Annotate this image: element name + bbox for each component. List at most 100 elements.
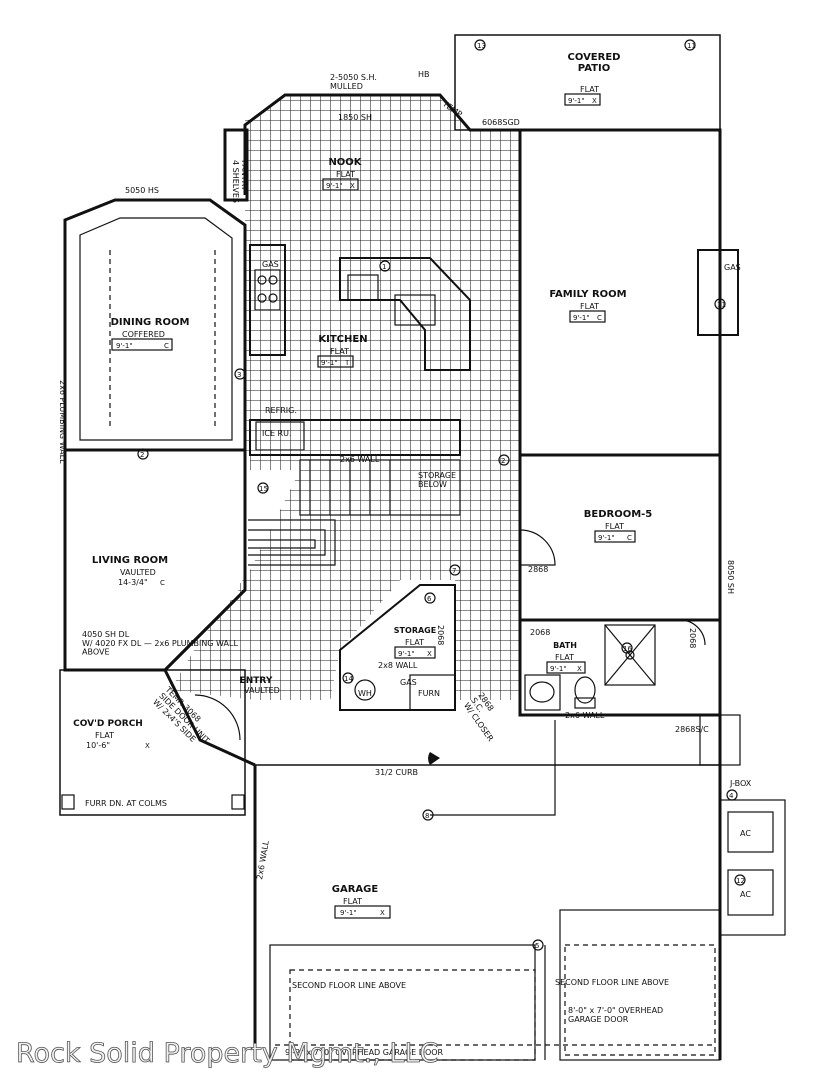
note-nook-sh: 1850 SH xyxy=(338,113,372,122)
svg-text:14: 14 xyxy=(344,675,353,683)
note-closet-door: 2068 xyxy=(688,628,697,648)
note-storage-door: 2068 xyxy=(436,625,445,645)
note-sliding-door: 6068SGD xyxy=(482,118,520,127)
mark-garage: X xyxy=(380,909,385,917)
note-hb: HB xyxy=(418,70,430,79)
mark-bedroom-5: C xyxy=(627,534,632,542)
label-nook: NOOK xyxy=(328,157,362,168)
note-ice: ICE RU. xyxy=(262,429,292,438)
marker-4: 4 xyxy=(726,789,738,801)
svg-text:11: 11 xyxy=(687,42,696,50)
svg-text:8: 8 xyxy=(425,812,429,820)
note-gas-2: GAS xyxy=(400,678,417,687)
floor-dining-room: COFFERED xyxy=(122,330,165,339)
tag-dining-room: 9'-1" xyxy=(116,342,133,350)
svg-text:16: 16 xyxy=(623,645,632,653)
label-entry: ENTRY xyxy=(240,676,273,686)
marker-8: 8 xyxy=(422,809,434,821)
svg-text:5: 5 xyxy=(535,942,539,950)
note-bath-door: 2068 xyxy=(530,628,550,637)
note-jbox: J-BOX xyxy=(729,779,752,788)
marker-6: 6 xyxy=(424,592,436,604)
door-swings xyxy=(194,529,706,765)
marker-7: 7 xyxy=(449,564,461,576)
mark-family-room: C xyxy=(597,314,602,322)
floor-storage: FLAT xyxy=(405,638,424,647)
mark-nook: X xyxy=(350,182,355,190)
watermark: Rock Solid Property Mgmt., LLC xyxy=(16,1038,438,1069)
svg-text:11: 11 xyxy=(717,301,726,309)
svg-text:7: 7 xyxy=(452,567,456,575)
floor-kitchen: FLAT xyxy=(330,347,349,356)
svg-text:2: 2 xyxy=(140,451,144,459)
marker-3: 3 xyxy=(234,368,246,380)
floor-covd-porch: FLAT xyxy=(95,731,114,740)
note-overhead-door-2: 9'-2" x 7'-0" OVERHEAD GARAGE DOOR xyxy=(285,1048,444,1057)
svg-text:6: 6 xyxy=(427,595,432,603)
floor-living-room: VAULTED xyxy=(120,568,156,577)
tag-family-room: 9'-1" xyxy=(573,314,590,322)
mark-covered-patio: X xyxy=(592,97,597,105)
marker-5: 5 xyxy=(532,939,544,951)
note-floor-line-1: SECOND FLOOR LINE ABOVE xyxy=(292,981,406,990)
tag-bath: 9'-1" xyxy=(550,665,567,673)
note-garage-side-door: 2868S/C xyxy=(675,725,709,734)
mark-covd-porch: X xyxy=(145,742,150,750)
note-bed-door: 2868 xyxy=(528,565,548,574)
label-bath: BATH xyxy=(553,641,577,650)
marker-9: 11 xyxy=(714,298,726,310)
note-floor-line-2: SECOND FLOOR LINE ABOVE xyxy=(555,978,669,987)
note-shelves: 4 SHELVES xyxy=(231,160,240,203)
tag-kitchen: 9'-1" xyxy=(321,359,338,367)
floor-nook: FLAT xyxy=(336,170,355,179)
markers: 13 11 1 2 2 3 15 7 6 14 4 5 8 12 16 11 xyxy=(137,39,746,951)
label-garage: GARAGE xyxy=(332,884,379,895)
tag-storage: 9'-1" xyxy=(398,650,415,658)
label-kitchen: KITCHEN xyxy=(318,334,367,345)
tag-nook: 9'-1" xyxy=(326,182,343,190)
walls xyxy=(59,34,786,1061)
floor-entry: VAULTED xyxy=(244,686,280,695)
floor-bath: FLAT xyxy=(555,653,574,662)
label-living-room: LIVING ROOM xyxy=(92,555,168,566)
marker-2: 2 xyxy=(137,448,149,460)
svg-text:13: 13 xyxy=(477,42,486,50)
marker-11: 11 xyxy=(684,39,696,51)
svg-text:1: 1 xyxy=(382,263,386,271)
marker-15: 15 xyxy=(257,482,269,494)
tile-floor xyxy=(170,95,520,700)
note-wh: WH xyxy=(358,689,372,698)
floor-garage: FLAT xyxy=(343,897,362,906)
note-ac-1: AC xyxy=(740,829,751,838)
svg-text:4: 4 xyxy=(729,792,734,800)
marker-16: 16 xyxy=(621,642,633,654)
note-gas: GAS xyxy=(262,260,279,269)
marker-12: 12 xyxy=(734,874,746,886)
svg-text:15: 15 xyxy=(259,485,268,493)
note-window-nook: 2-5050 S.H.MULLED xyxy=(330,73,377,91)
svg-text:12: 12 xyxy=(736,877,745,885)
label-bedroom-5: BEDROOM-5 xyxy=(584,509,653,520)
marker-2b: 2 xyxy=(498,454,510,466)
mark-kitchen: T xyxy=(344,359,350,367)
ceiling-covd-porch: 10'-6" xyxy=(86,741,110,750)
label-family-room: FAMILY ROOM xyxy=(549,289,626,300)
tag-garage: 9'-1" xyxy=(340,909,357,917)
curb-marker xyxy=(428,752,430,765)
note-plumbing-wall: 2x6 PLUMBING WALL xyxy=(58,380,67,464)
floor-covered-patio: FLAT xyxy=(580,85,599,94)
note-garage-wall: 2x6 WALL xyxy=(255,840,271,881)
mark-bath: X xyxy=(577,665,582,673)
mark-dining-room: C xyxy=(164,342,169,350)
mark-living-room: C xyxy=(160,579,165,587)
svg-text:2: 2 xyxy=(501,457,505,465)
note-refrig: REFRIG. xyxy=(265,406,297,415)
note-curb: 31/2 CURB xyxy=(375,768,418,777)
note-bed-window: 8050 SH xyxy=(726,560,735,594)
